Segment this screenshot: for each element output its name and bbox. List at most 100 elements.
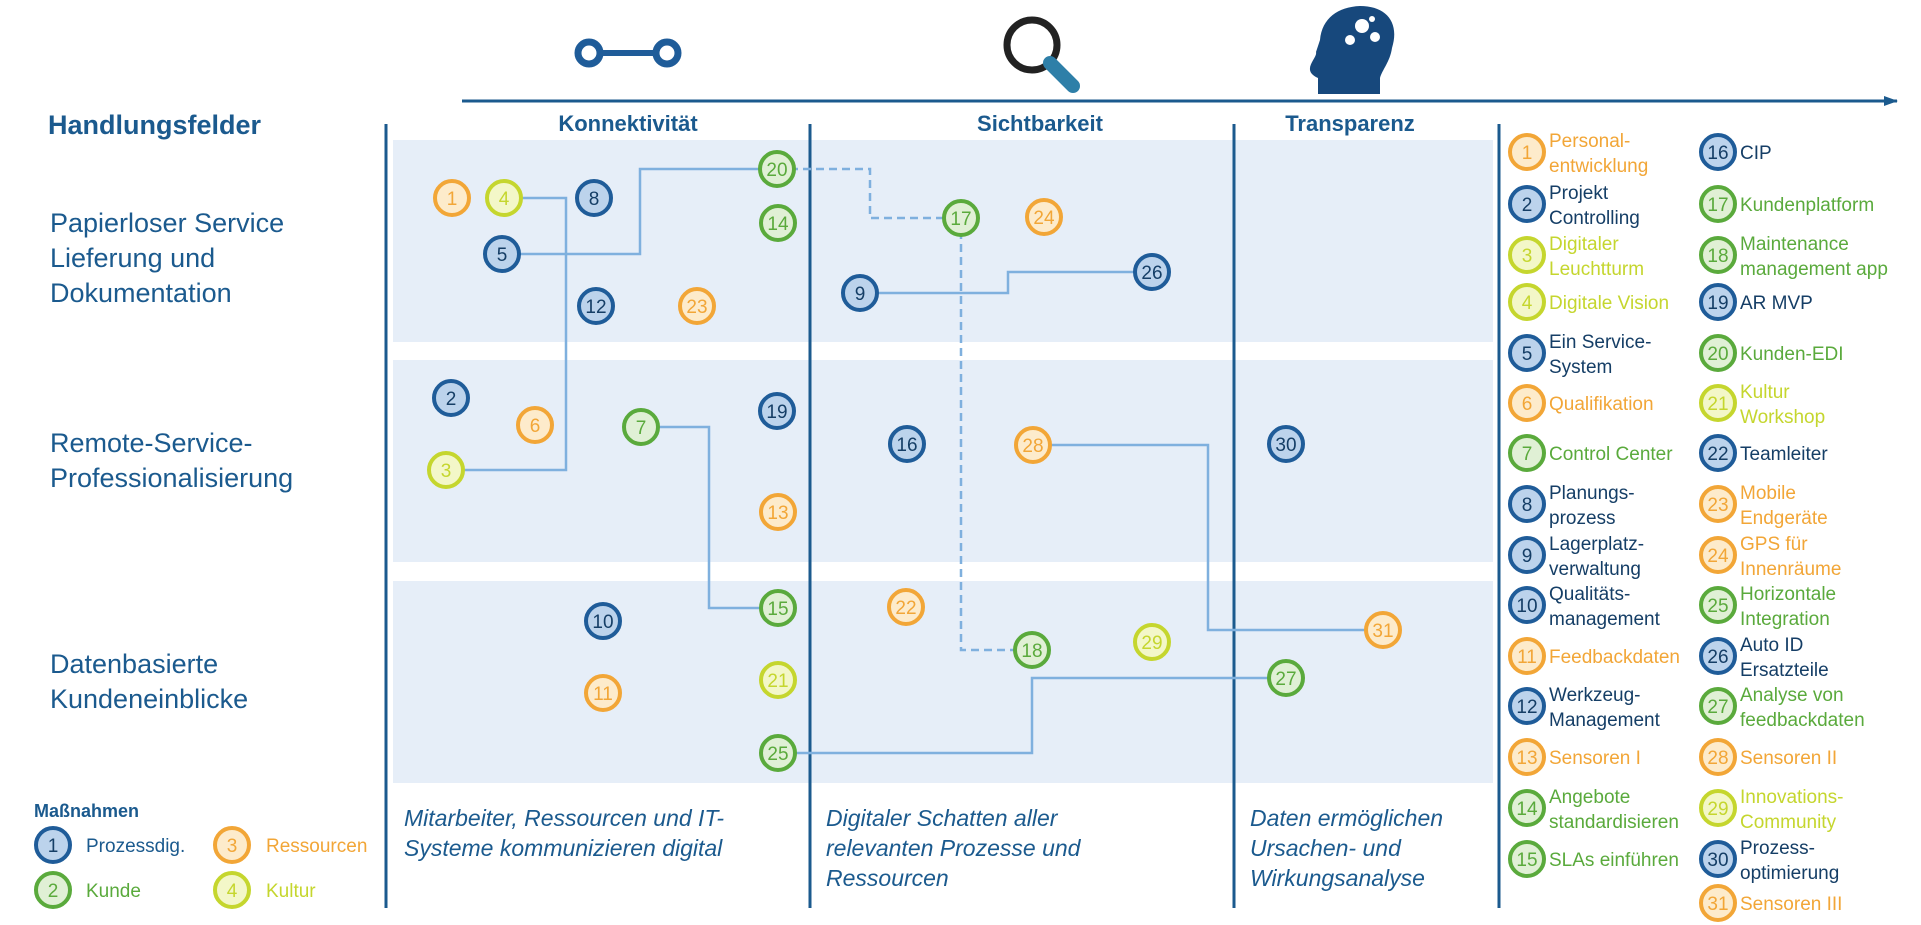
node-number: 14 (767, 214, 789, 235)
node-number: 26 (1707, 647, 1728, 668)
node-circle (1699, 334, 1737, 372)
measure-node-16: 16 (888, 425, 926, 463)
node-circle (1699, 687, 1737, 725)
node-circle (887, 588, 925, 626)
node-number: 3 (441, 461, 452, 482)
node-circle (1508, 334, 1546, 372)
measure-list-label: Analyse von (1740, 685, 1844, 706)
node-number: 18 (1707, 246, 1728, 267)
node-circle (483, 235, 521, 273)
measure-list-label: Digitale Vision (1549, 293, 1669, 314)
node-number: 20 (1707, 344, 1728, 365)
node-circle (1699, 586, 1737, 624)
brain-gears-icon (1309, 6, 1395, 94)
node-number: 28 (1022, 436, 1043, 457)
node-number: 16 (896, 435, 917, 456)
measure-list-label: Sensoren II (1740, 748, 1837, 769)
node-circle (577, 287, 615, 325)
node-circle (1699, 384, 1737, 422)
node-number: 2 (48, 881, 59, 902)
dependency-links (446, 167, 1383, 755)
node-circle (213, 871, 251, 909)
node-circle (1013, 631, 1051, 669)
node-number: 11 (1517, 647, 1537, 668)
node-number: 7 (636, 418, 647, 439)
measure-node-1: 1 (433, 179, 471, 217)
measure-node-2: 2 (432, 379, 470, 417)
measure-node-13: 13 (759, 493, 797, 531)
measure-list-label: System (1549, 357, 1612, 378)
row-label-line: Papierloser Service (50, 208, 284, 238)
row-label-line: Remote-Service- (50, 428, 253, 458)
measure-node-23: 23 (678, 287, 716, 325)
measure-list-label: Lagerplatz- (1549, 534, 1644, 555)
node-circle (1133, 623, 1171, 661)
node-circle (1699, 236, 1737, 274)
measure-node-15: 15 (759, 589, 797, 627)
measure-list-label: Community (1740, 812, 1837, 833)
node-number: 28 (1707, 748, 1728, 769)
link-20-17 (777, 167, 961, 220)
node-number: 10 (592, 612, 613, 633)
phase-label-sichtbarkeit: Sichtbarkeit (977, 111, 1104, 136)
node-circle (1508, 485, 1546, 523)
legend-label-kultur: Kultur (266, 881, 316, 902)
node-circle (758, 392, 796, 430)
node-number: 31 (1372, 621, 1393, 642)
measure-node-17: 17 (942, 199, 980, 237)
link-17-18 (959, 218, 1032, 652)
node-circle (1699, 185, 1737, 223)
measure-node-31: 31 (1364, 611, 1402, 649)
measure-list-label: Maintenance (1740, 234, 1849, 255)
link-5-20 (502, 167, 777, 256)
magnifier-icon (1003, 16, 1080, 93)
node-number: 4 (499, 189, 510, 210)
measure-list-label: Endgeräte (1740, 508, 1828, 529)
legend-badge-ressourcen: 3 (213, 826, 251, 864)
row-label-papierloser-service: Papierloser Service Lieferung und Dokume… (50, 208, 284, 308)
node-circle (584, 602, 622, 640)
measure-list-label: Leuchtturm (1549, 259, 1644, 280)
node-circle (1508, 586, 1546, 624)
measure-list-item-15: 15 SLAs einführen (1508, 840, 1679, 878)
node-circle (1508, 789, 1546, 827)
legend-label-kunde: Kunde (86, 881, 141, 902)
link-25-27 (778, 676, 1286, 755)
node-circle (1699, 637, 1737, 675)
node-circle (1508, 434, 1546, 472)
phase-caption-sichtbarkeit: Digitaler Schatten aller relevanten Proz… (826, 805, 1082, 891)
measure-list-label: standardisieren (1549, 812, 1679, 833)
measure-list-label: Sensoren III (1740, 894, 1842, 915)
node-circle (1508, 283, 1546, 321)
measure-list-label: Auto ID (1740, 635, 1803, 656)
node-number: 31 (1707, 894, 1728, 915)
measure-node-19: 19 (758, 392, 796, 430)
measure-list-label: Kunden-EDI (1740, 344, 1844, 365)
node-number: 5 (1522, 344, 1533, 365)
node-number: 22 (1707, 444, 1728, 465)
node-number: 21 (1707, 394, 1728, 415)
page-title: Handlungsfelder (48, 110, 262, 140)
node-number: 11 (593, 684, 613, 705)
measure-list-label: SLAs einführen (1549, 850, 1679, 871)
node-circle (1267, 659, 1305, 697)
node-circle (485, 179, 523, 217)
node-number: 9 (1522, 546, 1533, 567)
row-label-line: Datenbasierte (50, 649, 218, 679)
caption-line: Wirkungsanalyse (1250, 865, 1425, 891)
node-number: 15 (1516, 850, 1537, 871)
measure-list-label: Innenräume (1740, 559, 1841, 580)
node-number: 6 (1522, 394, 1533, 415)
node-circle (759, 661, 797, 699)
measure-node-3: 3 (427, 451, 465, 489)
